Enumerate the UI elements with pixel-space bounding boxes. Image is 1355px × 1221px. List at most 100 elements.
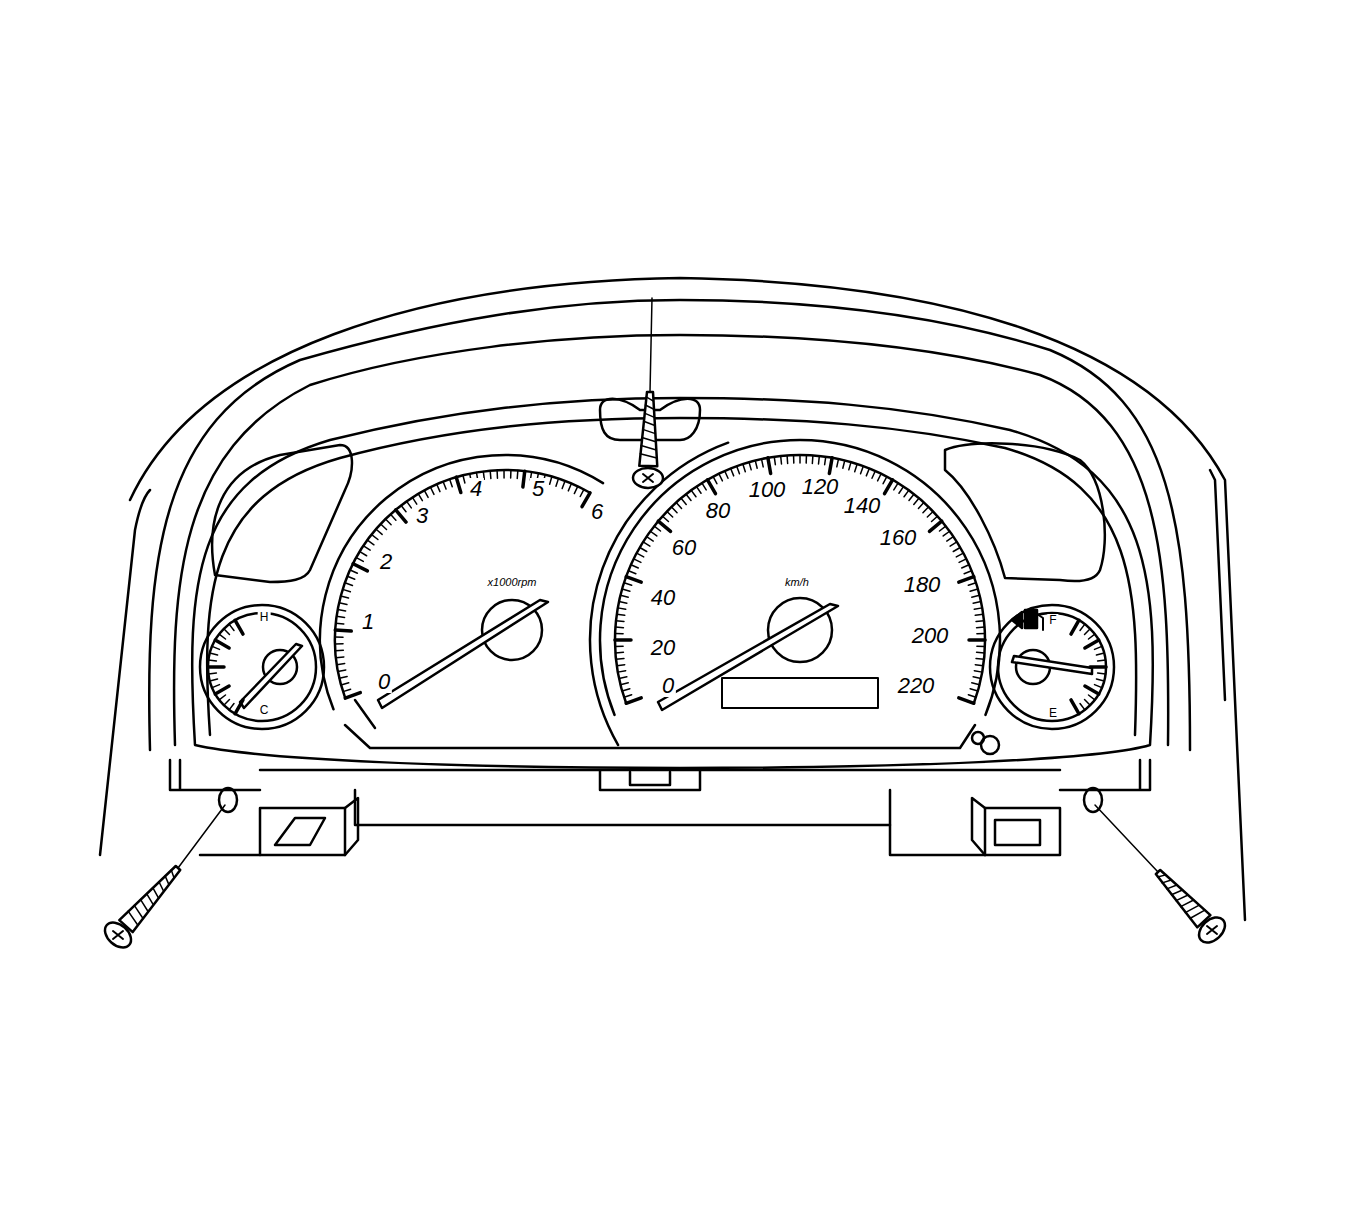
tick-mark (977, 633, 985, 635)
tick-mark (516, 470, 518, 478)
tick-mark (974, 608, 982, 609)
tick-mark (562, 481, 565, 488)
dial-ring (600, 440, 1000, 715)
screw-group (100, 298, 1230, 952)
needle (240, 644, 302, 708)
tick-mark (364, 546, 371, 550)
tick-mark (580, 489, 584, 496)
tick-mark (676, 503, 681, 509)
screw-thread (1176, 895, 1188, 901)
tick-mark (622, 589, 630, 591)
tick-mark (631, 565, 638, 568)
needle (1012, 656, 1092, 674)
tick-mark (556, 479, 559, 487)
tick-mark (615, 645, 623, 647)
tick-mark (338, 670, 346, 671)
tick-mark (372, 535, 378, 540)
tick-mark (437, 484, 440, 491)
window (945, 443, 1105, 581)
tick-mark (523, 471, 525, 487)
screw-thread (1185, 905, 1199, 913)
tick-mark (510, 470, 512, 478)
screw-head (100, 918, 136, 953)
tick-mark (774, 457, 775, 465)
window (212, 445, 352, 582)
mount-tab (260, 808, 345, 855)
tick-mark (617, 665, 625, 666)
tick-mark (658, 521, 670, 531)
screw-head (1194, 912, 1230, 947)
tick-mark (643, 542, 650, 546)
tick-mark (743, 464, 745, 472)
tick-mark (927, 511, 933, 517)
screw-hole (1084, 788, 1102, 812)
tick-mark (391, 514, 396, 520)
tick-mark (224, 629, 230, 635)
tick-mark (385, 519, 391, 525)
mount-tab (972, 798, 1040, 855)
needle (658, 604, 838, 710)
scale-label: 80 (704, 500, 732, 522)
tick-mark (970, 589, 978, 591)
tick-mark (503, 470, 505, 478)
tick-mark (335, 628, 351, 632)
tick-mark (959, 559, 966, 563)
tick-mark (343, 689, 351, 691)
tick-mark (626, 577, 641, 582)
dial-ring (335, 470, 590, 698)
scale-label: 3 (414, 505, 430, 527)
scale-label: 40 (649, 587, 677, 609)
dial-ring (200, 605, 324, 729)
tick-mark (855, 464, 857, 472)
tick-mark (762, 459, 764, 467)
tick-mark (615, 638, 631, 642)
tick-mark (818, 456, 820, 464)
screw-body (1156, 870, 1211, 927)
tick-mark (430, 487, 434, 494)
tick-mark (1094, 685, 1101, 688)
tick-mark (339, 676, 347, 678)
tick-mark (615, 633, 623, 635)
tick-mark (616, 620, 624, 622)
tick-mark (450, 479, 453, 487)
tick-mark (812, 455, 814, 463)
screw-thread (1181, 900, 1194, 907)
tick-mark (749, 462, 751, 470)
screw-thread (1162, 880, 1171, 883)
tick-mark (616, 658, 624, 660)
tick-mark (360, 552, 367, 556)
odometer-window (722, 678, 878, 708)
dial-face (355, 700, 375, 728)
tick-mark (496, 470, 498, 478)
mount-bracket (170, 760, 260, 790)
tick-mark (620, 683, 628, 685)
tick-mark (624, 583, 632, 585)
tick-mark (337, 663, 345, 664)
tick-mark (235, 700, 243, 714)
tick-mark (350, 570, 357, 573)
tick-mark (345, 583, 353, 586)
screw-thread (1167, 885, 1177, 889)
tick-mark (1085, 700, 1091, 706)
tick-mark (345, 693, 360, 698)
tick-mark (615, 626, 623, 628)
tick-mark (401, 505, 406, 511)
cluster-housing (149, 300, 1190, 750)
tick-mark (215, 640, 229, 648)
leader-line (1095, 805, 1158, 872)
tick-mark (976, 620, 984, 622)
gauge-label: C (258, 704, 271, 716)
scale-label: 5 (530, 478, 546, 500)
tick-mark (619, 677, 627, 679)
tick-mark (825, 457, 826, 465)
tick-mark (208, 665, 224, 669)
tick-mark (339, 603, 347, 605)
tick-mark (219, 695, 225, 700)
tick-mark (972, 595, 980, 597)
screw-thread (171, 870, 174, 878)
tick-mark (628, 571, 635, 574)
tick-mark (932, 516, 938, 521)
scale-label: 0 (660, 675, 676, 697)
tick-mark (412, 497, 416, 504)
tick-mark (1080, 624, 1085, 630)
